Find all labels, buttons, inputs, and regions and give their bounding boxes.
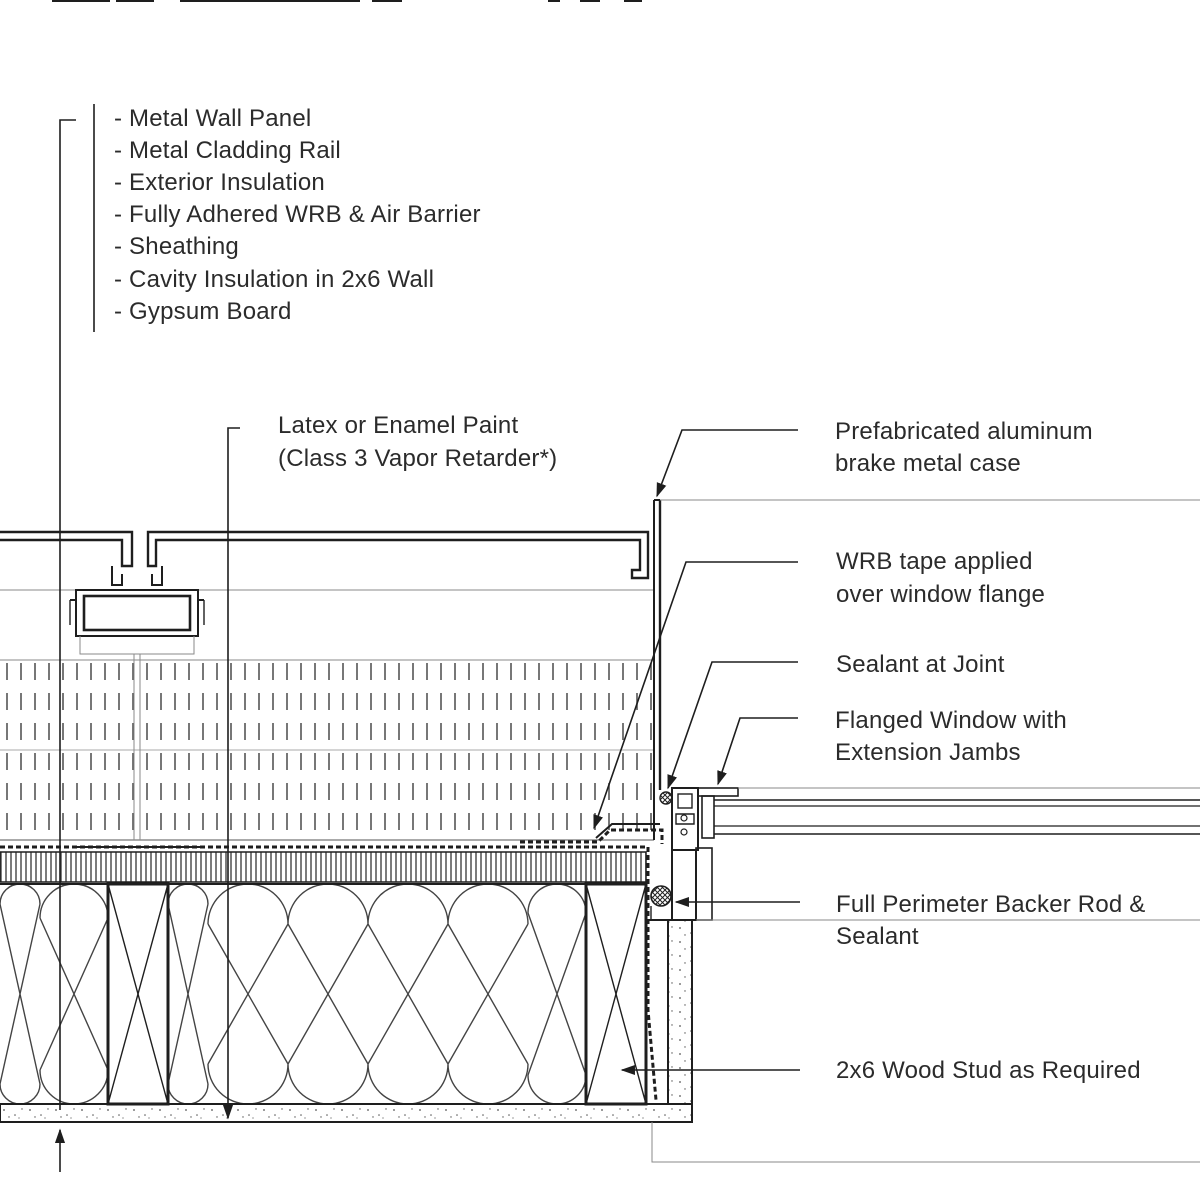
brake-metal-callout-line-2: brake metal case — [835, 450, 1021, 477]
sealant-callout-line-1: Sealant at Joint — [836, 651, 1005, 678]
exterior-insulation — [0, 659, 654, 841]
window-callout-line-2: Extension Jambs — [835, 739, 1021, 766]
window-frame — [520, 787, 1200, 921]
layer-exterior-insulation: - Exterior Insulation — [114, 169, 325, 196]
stud-callout-line-1: 2x6 Wood Stud as Required — [836, 1057, 1141, 1084]
wrb-air-barrier — [0, 845, 658, 1101]
metal-wall-panel — [0, 499, 1200, 840]
cavity-insulation — [0, 883, 640, 1105]
sheathing — [0, 851, 647, 883]
layer-sheathing: - Sheathing — [114, 233, 239, 260]
wrb-tape-callout-line-2: over window flange — [836, 581, 1045, 608]
gypsum-board — [0, 919, 693, 1123]
leader-lines — [54, 104, 800, 1172]
layer-cavity-insulation: - Cavity Insulation in 2x6 Wall — [114, 266, 434, 293]
sealant-callout: Sealant at Joint — [836, 651, 1005, 678]
backer-rod-callout-line-1: Full Perimeter Backer Rod & — [836, 891, 1146, 918]
brake-metal-callout: Prefabricated aluminum brake metal case — [835, 418, 1100, 477]
wall-assembly-layer-list: - Metal Wall Panel - Metal Cladding Rail… — [114, 105, 488, 325]
paint-callout-line-1: Latex or Enamel Paint — [278, 412, 518, 439]
stud-callout: 2x6 Wood Stud as Required — [836, 1057, 1141, 1084]
brake-metal-callout-line-1: Prefabricated aluminum — [835, 418, 1093, 445]
metal-cladding-rail — [69, 566, 205, 840]
window-callout-line-1: Flanged Window with — [835, 707, 1067, 734]
paint-callout-line-2: (Class 3 Vapor Retarder*) — [278, 445, 557, 472]
wrb-tape-callout: WRB tape applied over window flange — [836, 548, 1045, 608]
layer-metal-cladding-rail: - Metal Cladding Rail — [114, 137, 341, 164]
wrb-tape-callout-line-1: WRB tape applied — [836, 548, 1033, 575]
interior-trim-outline — [651, 1122, 1200, 1163]
layer-gypsum-board: - Gypsum Board — [114, 298, 292, 325]
backer-rod-callout-line-2: Sealant — [836, 923, 919, 950]
window-callout: Flanged Window with Extension Jambs — [835, 707, 1074, 766]
layer-wrb-air-barrier: - Fully Adhered WRB & Air Barrier — [114, 201, 481, 228]
paint-callout: Latex or Enamel Paint (Class 3 Vapor Ret… — [278, 412, 557, 472]
layer-metal-wall-panel: - Metal Wall Panel — [114, 105, 311, 132]
backer-rod-callout: Full Perimeter Backer Rod & Sealant — [836, 891, 1152, 950]
